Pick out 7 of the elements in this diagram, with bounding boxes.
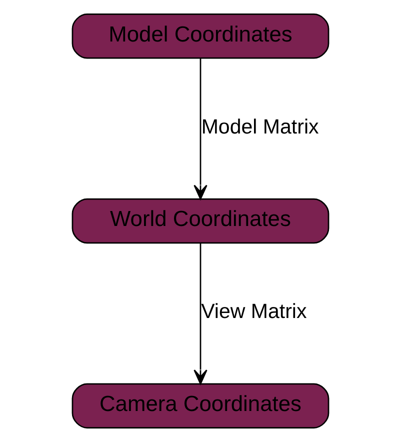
node-box: Model Coordinates (71, 14, 329, 59)
arrow (193, 58, 207, 200)
edge-label: Model Matrix (200, 115, 318, 138)
edge-label: View Matrix (200, 300, 306, 324)
node-box: Camera Coordinates (71, 383, 329, 428)
arrow (193, 243, 207, 385)
node-box: World Coordinates (71, 198, 329, 244)
